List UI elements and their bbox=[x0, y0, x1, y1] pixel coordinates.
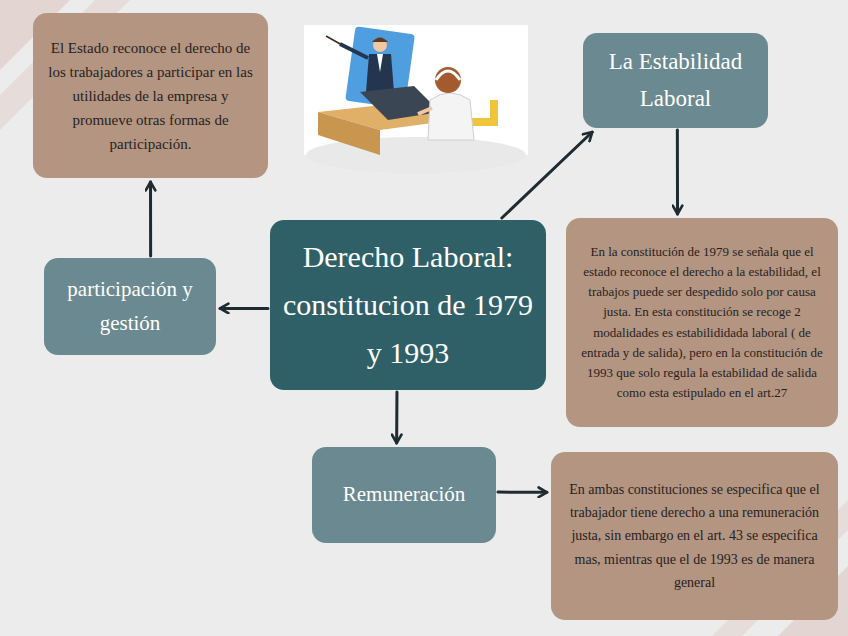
heading-box: La Estabilidad Laboral bbox=[583, 33, 768, 128]
heading-box: Remuneración bbox=[312, 447, 496, 543]
connector-arrow bbox=[395, 392, 398, 443]
connector-arrow bbox=[149, 182, 152, 256]
box-label: Remuneración bbox=[343, 480, 465, 509]
teacher-arm bbox=[340, 44, 368, 58]
body-text: El Estado reconoce el derecho de los tra… bbox=[41, 36, 260, 156]
connector-arrow bbox=[676, 130, 679, 214]
text-box: El Estado reconoce el derecho de los tra… bbox=[33, 13, 268, 178]
box-label: La Estabilidad Laboral bbox=[593, 44, 758, 118]
body-text: En ambas constituciones se especifica qu… bbox=[563, 478, 826, 593]
teacher-hair bbox=[372, 38, 388, 43]
desk-side bbox=[318, 112, 380, 155]
chair-back bbox=[490, 100, 498, 126]
connector-arrow bbox=[502, 132, 592, 218]
laptop-keyboard bbox=[360, 86, 440, 120]
pointer-stick bbox=[326, 36, 342, 45]
central-box: Derecho Laboral: constitucion de 1979 y … bbox=[270, 220, 546, 390]
box-label: participación y gestión bbox=[48, 273, 212, 340]
connector-arrow bbox=[498, 491, 547, 494]
body-text: En la constitución de 1979 se señala que… bbox=[576, 242, 828, 403]
box-label: Derecho Laboral: constitucion de 1979 y … bbox=[278, 233, 538, 377]
student-headphones bbox=[436, 71, 460, 80]
heading-box: participación y gestión bbox=[44, 258, 216, 355]
text-box: En ambas constituciones se especifica qu… bbox=[551, 452, 838, 620]
floor-shadow bbox=[306, 137, 526, 173]
student-hair bbox=[435, 67, 461, 93]
text-box: En la constitución de 1979 se señala que… bbox=[566, 218, 838, 427]
illustration-ground bbox=[304, 25, 528, 155]
teacher-suit bbox=[366, 54, 394, 92]
student-arm bbox=[418, 108, 432, 114]
connector-arrow bbox=[220, 307, 268, 310]
teacher-head bbox=[373, 38, 387, 52]
teacher-shirt bbox=[377, 54, 383, 72]
student-body bbox=[428, 93, 474, 140]
